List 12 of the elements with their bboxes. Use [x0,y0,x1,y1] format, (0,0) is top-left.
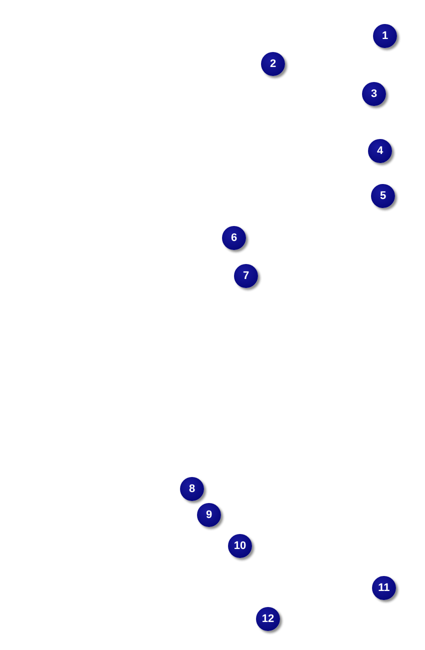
callout-number: 9 [197,503,221,527]
callout-number: 7 [234,264,258,288]
callout-number: 12 [256,607,280,631]
callout-number: 4 [368,139,392,163]
callout-number: 8 [180,477,204,501]
callout-number: 1 [373,24,397,48]
callout-number: 2 [261,52,285,76]
callout-number: 5 [371,184,395,208]
callout-number: 10 [228,534,252,558]
callout-number: 6 [222,226,246,250]
callout-number: 3 [362,82,386,106]
callout-number: 11 [372,576,396,600]
